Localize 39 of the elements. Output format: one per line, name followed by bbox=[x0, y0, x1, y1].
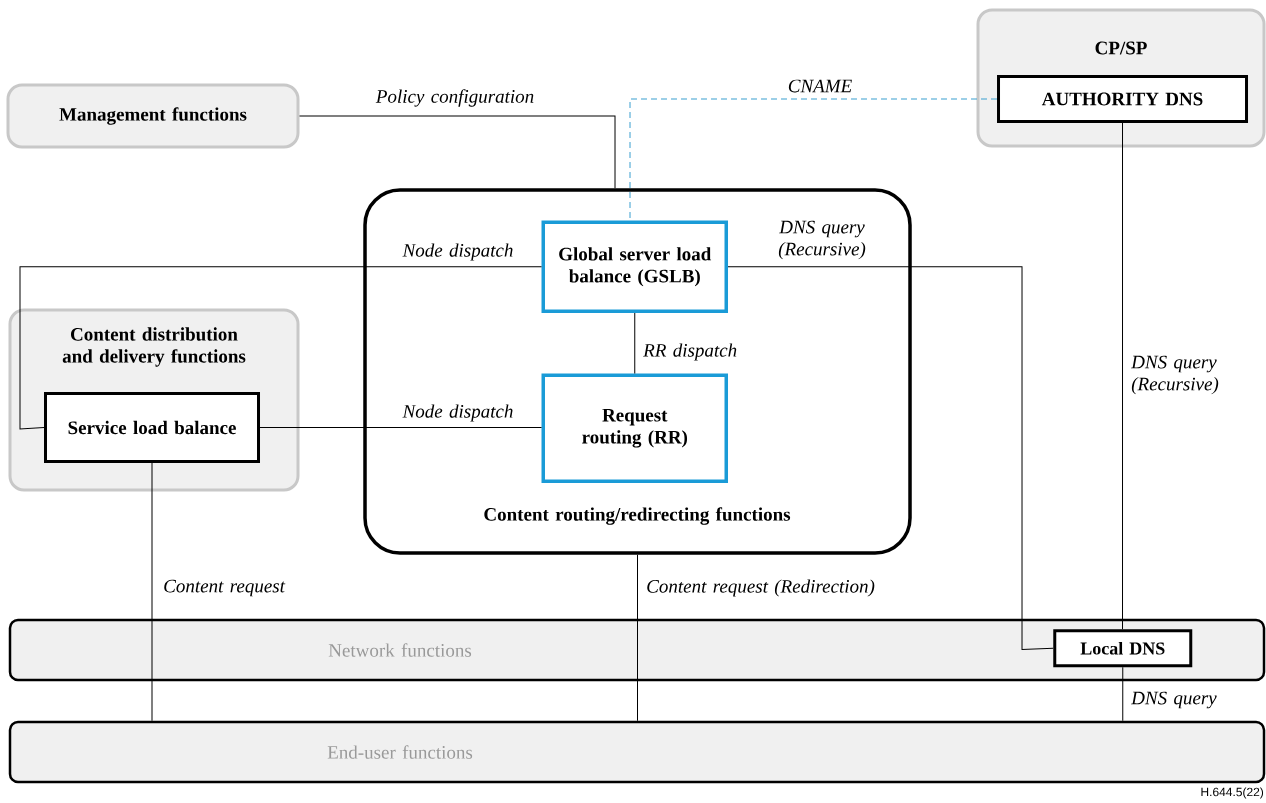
layer-label: Network functions bbox=[328, 643, 472, 657]
process-box bbox=[541, 220, 728, 313]
edge-label: RR dispatch bbox=[643, 343, 737, 361]
heading: CP/SP bbox=[1095, 41, 1147, 55]
box-label: Global server load balance (GSLB) bbox=[559, 247, 712, 287]
box-label: Service load balance bbox=[68, 420, 236, 435]
connector-line bbox=[1122, 666, 1124, 722]
edge-label: Node dispatch bbox=[402, 404, 513, 422]
connector-line bbox=[299, 115, 616, 189]
connector-line bbox=[634, 312, 636, 374]
group-box bbox=[6, 83, 300, 149]
edge-label: DNS query bbox=[1131, 691, 1217, 709]
edge-label: DNS query (Recursive) bbox=[778, 220, 866, 260]
layer-band bbox=[8, 720, 1266, 784]
connector-line bbox=[259, 427, 542, 428]
process-box bbox=[541, 373, 728, 483]
heading: Content routing/redirecting functions bbox=[484, 507, 791, 525]
edge-label: Content request bbox=[164, 579, 286, 597]
box-label: Request routing (RR) bbox=[582, 408, 688, 448]
connector-line bbox=[1122, 122, 1123, 630]
function-box bbox=[997, 75, 1248, 123]
layer-band bbox=[8, 618, 1266, 682]
edge-label: Node dispatch bbox=[402, 243, 513, 261]
heading: Content distribution and delivery functions bbox=[62, 327, 246, 367]
connector-line bbox=[637, 554, 638, 722]
edge-label: DNS query (Recursive) bbox=[1131, 355, 1219, 395]
box-label: Management functions bbox=[59, 107, 247, 125]
box-label: AUTHORITY DNS bbox=[1041, 92, 1203, 106]
connector-line bbox=[727, 266, 1054, 650]
function-box bbox=[1053, 629, 1193, 668]
connector-line bbox=[629, 98, 998, 221]
connector-line bbox=[151, 462, 153, 722]
edge-label: CNAME bbox=[788, 79, 852, 93]
edge-label: Policy configuration bbox=[375, 89, 534, 107]
layer-label: End-user functions bbox=[327, 745, 473, 759]
connector-line bbox=[19, 266, 542, 430]
function-box bbox=[44, 392, 260, 463]
edge-label: Content request (Redirection) bbox=[647, 579, 875, 597]
box-label: Local DNS bbox=[1080, 641, 1165, 655]
